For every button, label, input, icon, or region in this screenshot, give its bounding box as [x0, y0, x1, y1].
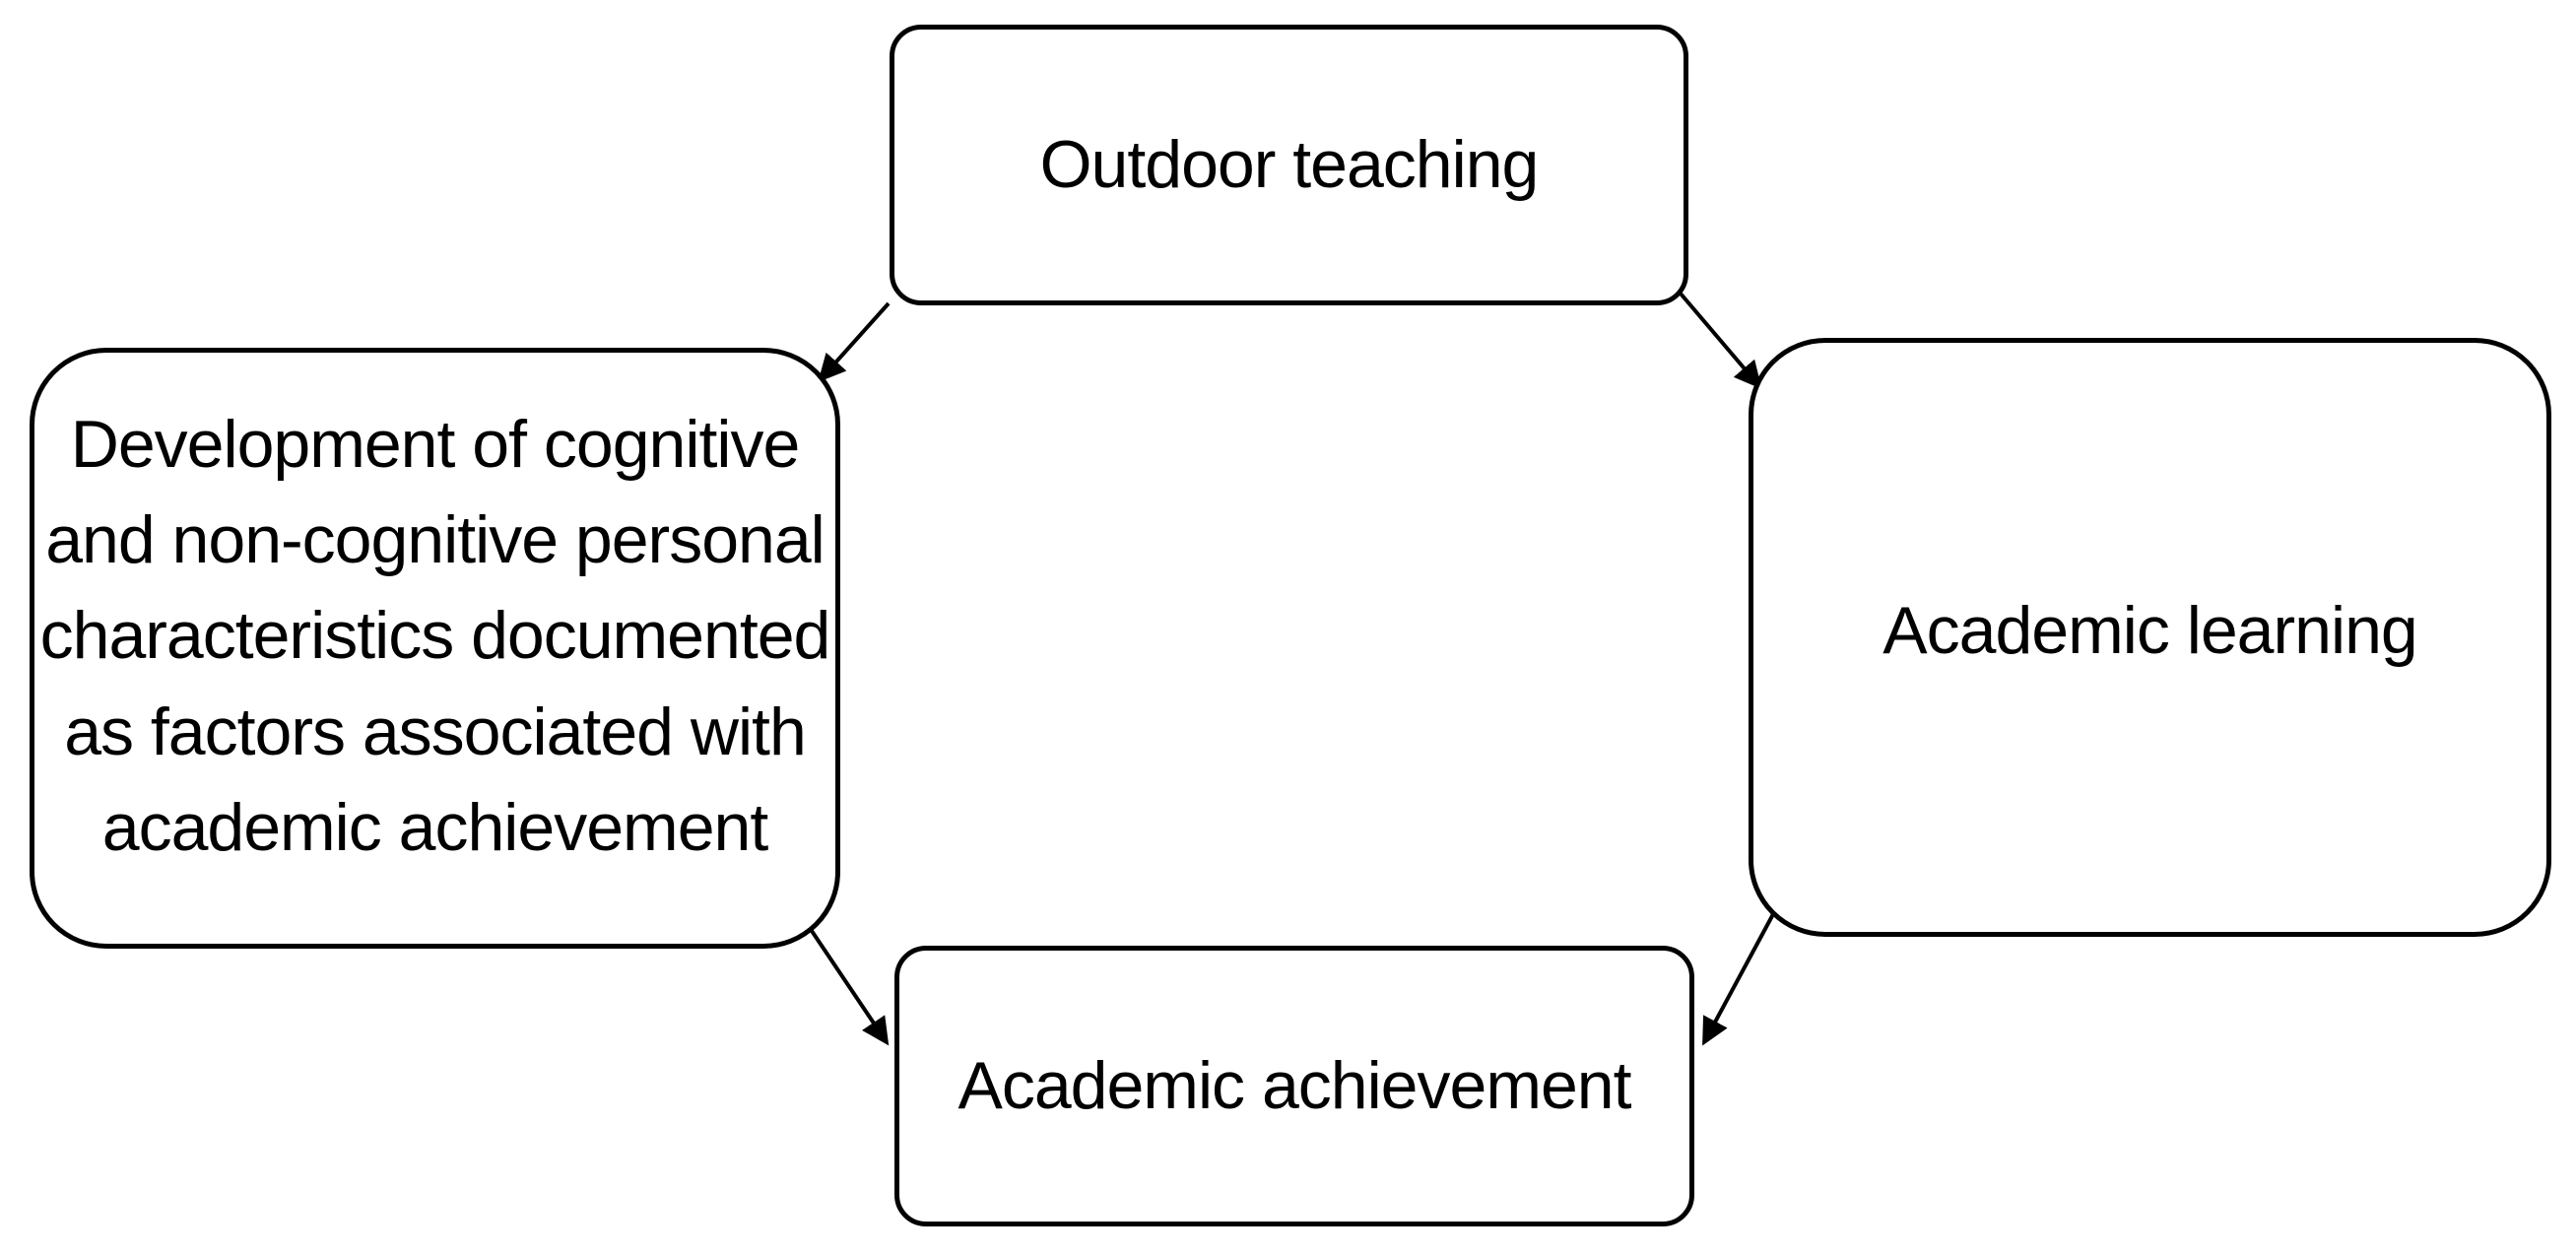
node-academic-learning: Academic learning	[1749, 338, 2551, 937]
node-label-development: Development of cognitive and non-cogniti…	[39, 406, 831, 865]
arrow-outdoor-to-learning	[1679, 292, 1762, 390]
node-label-outdoor-teaching: Outdoor teaching	[1039, 126, 1540, 202]
arrow-learning-to-achievement	[1702, 913, 1775, 1046]
node-label-academic-achievement: Academic achievement	[958, 1047, 1631, 1123]
arrow-outdoor-to-development	[818, 301, 891, 382]
arrow-development-to-achievement	[810, 929, 890, 1046]
node-outdoor-teaching: Outdoor teaching	[890, 25, 1688, 305]
node-development-characteristics: Development of cognitive and non-cogniti…	[30, 348, 840, 949]
node-label-academic-learning: Academic learning	[1882, 593, 2417, 669]
node-academic-achievement: Academic achievement	[894, 946, 1694, 1226]
